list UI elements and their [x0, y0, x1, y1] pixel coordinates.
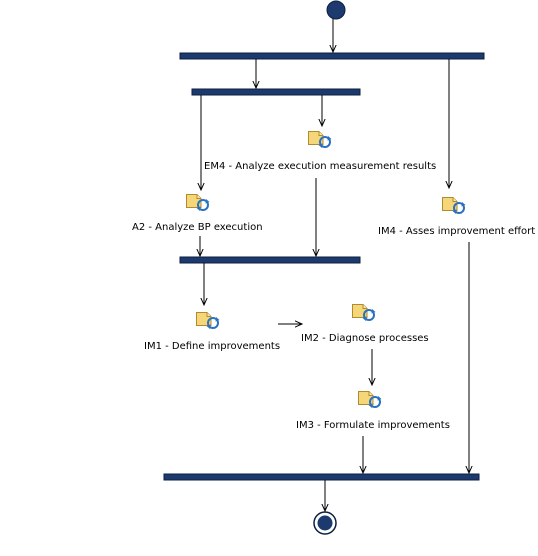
im1-subprocess-icon: [195, 311, 221, 330]
activity-label-im1: IM1 - Define improvements: [144, 341, 281, 352]
fork-bar-inner: [191, 88, 361, 96]
im2-subprocess-icon: [351, 303, 377, 322]
a2-subprocess-icon: [185, 193, 211, 212]
im3-subprocess-icon: [357, 390, 383, 409]
em4-subprocess-icon: [307, 130, 333, 149]
start-node: [326, 0, 346, 20]
activity-label-im3: IM3 - Formulate improvements: [296, 420, 450, 431]
end-node-inner: [317, 515, 333, 531]
im4-subprocess-icon: [441, 196, 467, 215]
activity-label-em4: EM4 - Analyze execution measurement resu…: [204, 161, 437, 172]
activity-label-a2: A2 - Analyze BP execution: [132, 222, 263, 233]
activity-label-im4: IM4 - Asses improvement effort: [378, 226, 536, 237]
fork-bar-top: [179, 52, 485, 60]
join-bar-bottom: [163, 473, 480, 481]
join-bar-middle: [179, 256, 361, 264]
flow-edges: [200, 19, 469, 511]
activity-label-im2: IM2 - Diagnose processes: [301, 333, 429, 344]
